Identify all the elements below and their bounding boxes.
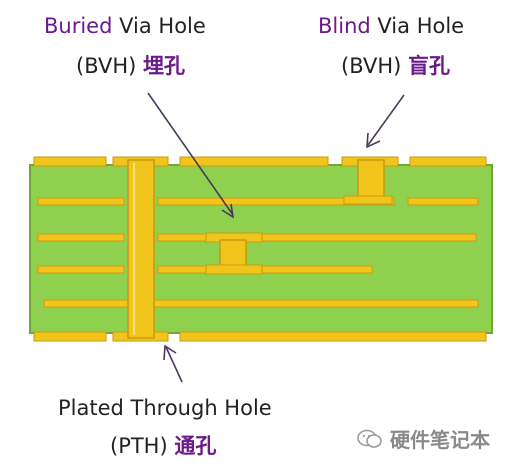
watermark-text: 硬件笔记本: [390, 428, 490, 452]
inner-layer-3: [37, 265, 373, 274]
inner-layer-2: [37, 233, 477, 242]
pth-label-line1: Plated Through Hole: [58, 398, 272, 419]
pcb-board: [29, 164, 493, 334]
pth-cn: 通孔: [174, 434, 217, 458]
blind-rest: Via Hole: [377, 14, 465, 38]
top-pad: [33, 156, 107, 167]
buried-via-arrow: [147, 92, 235, 219]
trace: [157, 233, 477, 242]
blind-via-arrow: [366, 94, 405, 149]
wechat-logo-icon: [357, 429, 382, 448]
buried-keyword: Buried: [44, 14, 113, 38]
blind-via-label-line1: Blind Via Hole: [318, 16, 464, 37]
pth-text: Plated Through Hole: [58, 396, 272, 420]
top-pad: [179, 156, 329, 167]
trace: [43, 299, 479, 308]
blind-via-label-line2: (BVH) 盲孔: [341, 56, 450, 77]
pth-abbr: (PTH): [110, 434, 168, 458]
blind-via: [343, 159, 393, 205]
trace: [157, 265, 213, 274]
trace: [37, 197, 125, 206]
buried-cn: 埋孔: [143, 54, 185, 78]
top-pad: [409, 156, 487, 167]
buried-via-label-line1: Buried Via Hole: [44, 16, 206, 37]
bottom-copper-layer: [33, 331, 487, 342]
blind-abbr: (BVH): [341, 54, 402, 78]
blind-via-barrel: [357, 159, 385, 199]
bottom-pad: [33, 331, 107, 342]
top-copper-layer: [33, 156, 487, 167]
blind-keyword: Blind: [318, 14, 371, 38]
buried-via-label-line2: (BVH) 埋孔: [76, 56, 185, 77]
pth-barrel: [127, 159, 155, 339]
blind-cn: 盲孔: [408, 54, 450, 78]
blind-via-land: [343, 195, 393, 205]
buried-via-bottom-land: [205, 264, 263, 275]
trace: [157, 197, 395, 206]
trace: [407, 197, 479, 206]
plated-through-hole: [127, 159, 155, 339]
buried-via: [205, 232, 263, 275]
pth-label-line2: (PTH) 通孔: [110, 436, 216, 457]
inner-layer-4: [43, 299, 479, 308]
buried-abbr: (BVH): [76, 54, 137, 78]
inner-layer-1: [37, 197, 479, 206]
trace: [37, 265, 125, 274]
buried-rest: Via Hole: [119, 14, 206, 38]
trace: [37, 233, 125, 242]
pth-arrow: [163, 344, 183, 383]
trace: [261, 265, 373, 274]
bottom-pad: [179, 331, 487, 342]
watermark: 硬件笔记本: [356, 424, 490, 453]
